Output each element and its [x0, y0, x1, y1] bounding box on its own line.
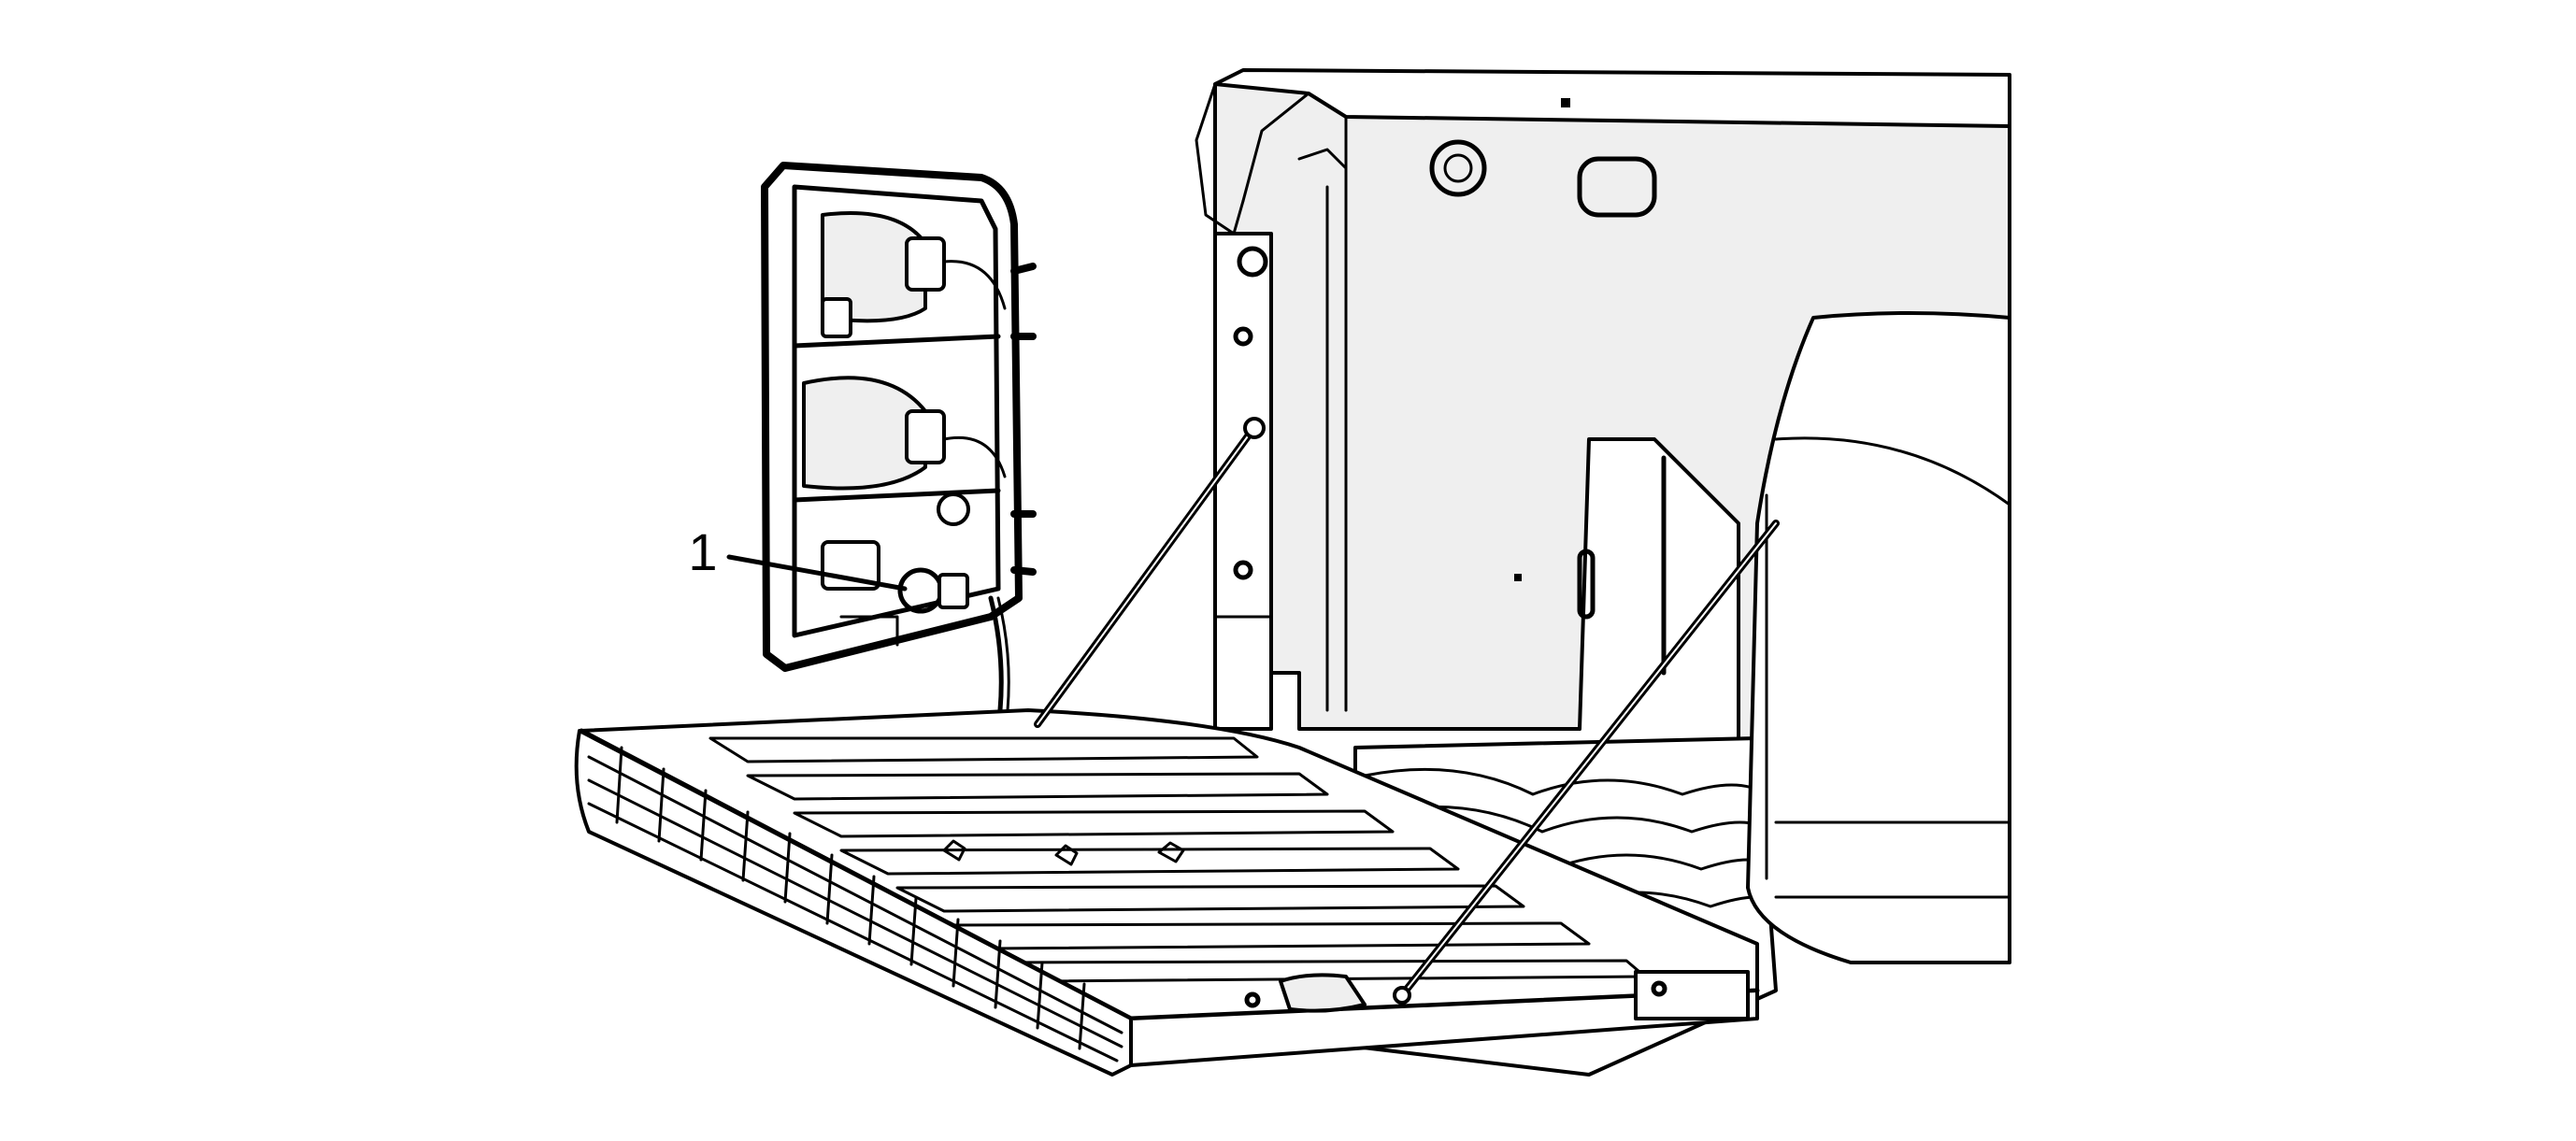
bed-slot: [1577, 549, 1596, 620]
bed-bolt: [1233, 326, 1253, 347]
callout-leader-line: [726, 554, 908, 592]
tailgate-end-cap: [1129, 989, 1759, 1067]
wheel-well-housing: [1746, 311, 2011, 964]
access-hole: [1429, 139, 1487, 197]
tail-lamp-assembly: [761, 162, 1037, 750]
tailgate-inner-panel: [580, 708, 1759, 1020]
callout-number: 1: [688, 522, 717, 581]
striker-bolt: [1237, 246, 1268, 278]
callout-1: 1: [688, 522, 908, 592]
tie-down-slot: [1577, 156, 1657, 218]
tailgate-outer-skin: [574, 729, 1133, 1077]
tailgate-grid: [587, 746, 1123, 1063]
bed-bolt: [1233, 560, 1253, 580]
tailgate-support-cables: [1034, 417, 1780, 1005]
bed-side-wall: [1213, 232, 1273, 731]
tail-lamp-housing: [761, 162, 1023, 672]
tailgate: [574, 708, 1760, 1077]
